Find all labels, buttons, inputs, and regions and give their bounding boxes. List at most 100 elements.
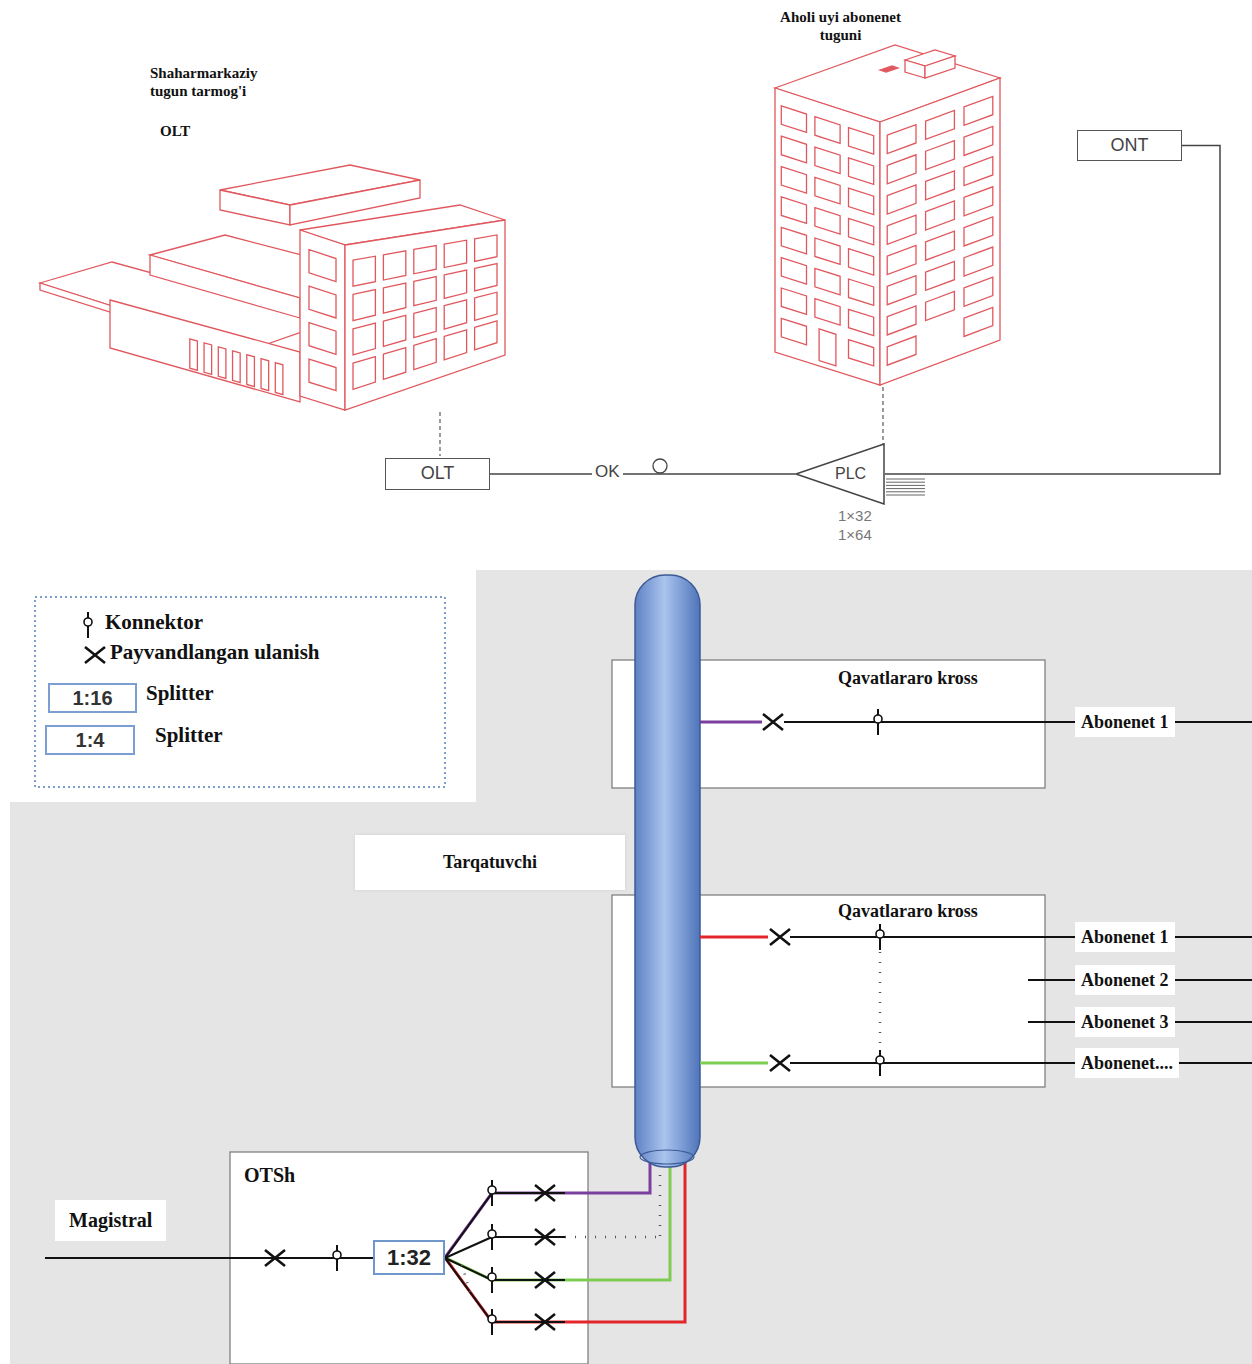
building-window [261, 359, 269, 391]
building-window [964, 127, 993, 156]
fiber-wire [445, 1258, 492, 1322]
building-window [887, 155, 916, 184]
building-window [190, 339, 198, 370]
building-window [204, 343, 212, 375]
riser-opening [640, 1150, 694, 1164]
building-window [849, 309, 874, 335]
node-text: Qavatlararo kross [838, 668, 1045, 689]
building-window [887, 245, 916, 274]
residential-building [775, 45, 1000, 385]
floor-cross-box: Qavatlararo kross [612, 895, 1045, 1087]
connector-symbol [876, 930, 884, 938]
splice-symbol [535, 1272, 555, 1288]
legend-text: Splitter [155, 723, 223, 748]
building-window [815, 117, 840, 144]
building-window [781, 167, 806, 194]
subscriber-box: Abonenet 3 [1075, 1007, 1175, 1037]
city-node-building [40, 165, 505, 410]
building-window [815, 147, 840, 174]
building-window [309, 250, 336, 282]
building-window [964, 247, 993, 276]
building-caption: Shaharmarkaziy tugun tarmog'i [150, 64, 290, 100]
splitter-output [886, 488, 925, 489]
splitter-output [886, 491, 925, 492]
building-window [964, 187, 993, 216]
building-face [110, 300, 300, 402]
dotted-continuation [565, 1236, 660, 1239]
building-window [849, 279, 874, 305]
building-window [475, 235, 497, 261]
optical-cabinet: OTSh1:32 [230, 1152, 588, 1364]
building-window [926, 231, 955, 260]
building-window [964, 157, 993, 186]
edge-label: OK [592, 462, 623, 482]
legend-splitter-sample: 1:4 [45, 725, 135, 755]
node-text: Abonenet 1 [1081, 922, 1169, 952]
building-window [247, 355, 255, 387]
fiber-wire [700, 936, 768, 939]
building-window [849, 218, 874, 244]
building-window [353, 290, 375, 321]
fiber-wire [784, 721, 1045, 723]
splice-symbol [763, 714, 783, 730]
connector-symbol [488, 1230, 496, 1238]
building-window [887, 306, 916, 335]
building-face [220, 190, 290, 225]
building-window [353, 256, 375, 286]
splice-symbol [265, 1250, 285, 1266]
fiber-wire [492, 1321, 565, 1323]
building-window [414, 308, 436, 338]
legend-splitter-sample: 1:16 [48, 683, 137, 713]
building-window [383, 348, 405, 380]
building-face [300, 230, 345, 410]
connector-symbol [333, 1251, 341, 1259]
splice-symbol [770, 1055, 790, 1071]
building-window [383, 283, 405, 313]
building-window [781, 227, 806, 253]
node-text: OLT [386, 459, 489, 488]
building-window [444, 270, 466, 298]
splitter-output [886, 482, 925, 483]
building-window [849, 340, 874, 366]
fiber-connector [1045, 936, 1075, 938]
fiber-connector [1045, 1062, 1075, 1064]
building-face [150, 255, 300, 318]
building-window [926, 292, 955, 321]
building-window [887, 185, 916, 214]
building-face [775, 88, 880, 385]
dotted-continuation [462, 1265, 470, 1292]
fiber-connector [1045, 979, 1075, 981]
building-window [815, 268, 840, 294]
building-window [926, 141, 955, 170]
trunk-label: Magistral [55, 1200, 166, 1241]
building-window [781, 136, 806, 163]
subscriber-drop [1179, 1062, 1252, 1064]
building-window [309, 323, 336, 355]
fiber-wire [445, 1193, 492, 1258]
legend-ground [10, 570, 476, 802]
building-window [815, 299, 840, 325]
fiber-connector [885, 146, 1220, 475]
building-window [926, 201, 955, 230]
connector-symbol [488, 1315, 496, 1323]
fiber-wire [1028, 979, 1045, 981]
building-window [926, 110, 955, 139]
splitter-output [886, 495, 925, 496]
node-text: 1:32 [375, 1242, 443, 1273]
building-window [781, 258, 806, 284]
building-window [781, 288, 806, 314]
building-face [880, 78, 1000, 385]
fiber-wire [492, 1236, 565, 1238]
building-window [218, 347, 226, 379]
splitter-output [886, 485, 925, 486]
building-window [414, 277, 436, 306]
splice-symbol [535, 1185, 555, 1201]
building-window [444, 330, 466, 360]
subscriber-drop [1175, 721, 1252, 723]
fiber-wire [700, 721, 762, 724]
building-window [444, 240, 466, 267]
splice-symbol [535, 1229, 555, 1245]
building-caption: Aholi uyi abonenet tuguni [778, 8, 903, 44]
building-window [849, 188, 874, 215]
fiber-wire [1028, 1021, 1045, 1023]
